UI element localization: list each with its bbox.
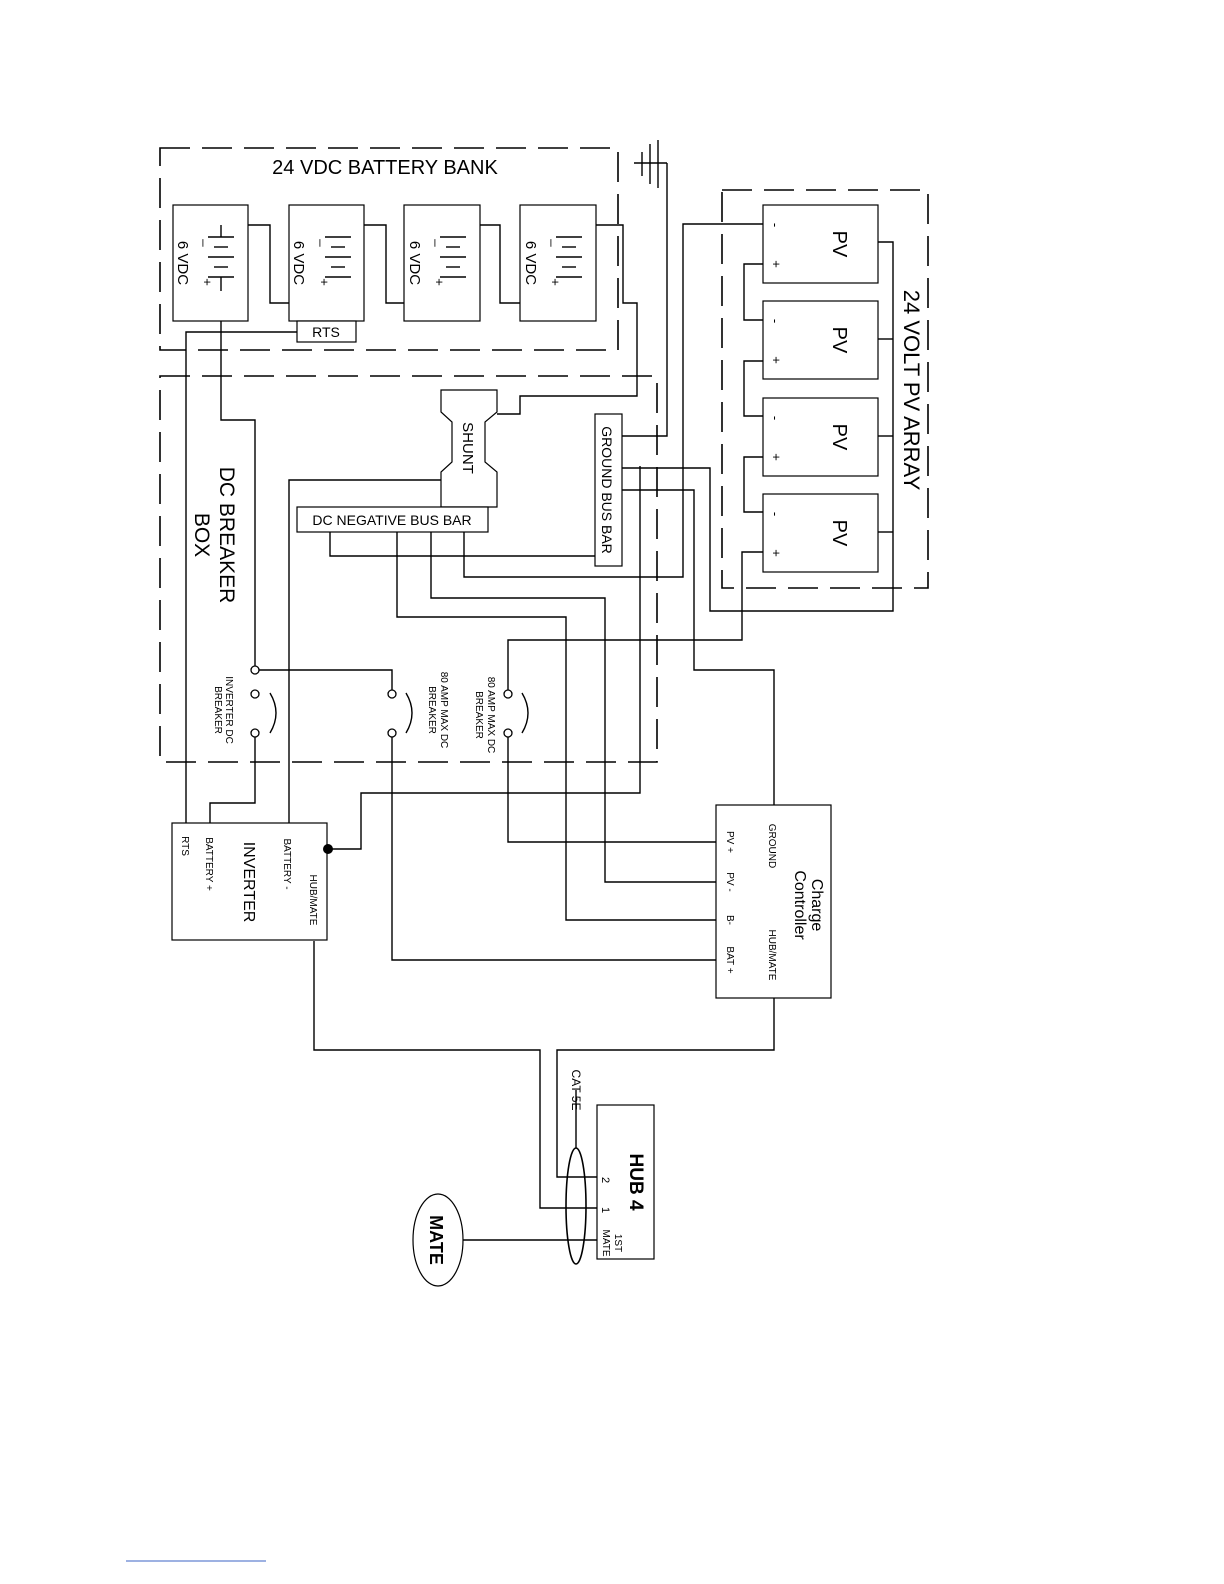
inverter-title: INVERTER — [240, 842, 257, 923]
pv-panel-1: PV - + — [762, 204, 879, 284]
inverter-battery-minus-label: BATTERY - — [281, 838, 292, 889]
hub-first-mate-label-line2: MATE — [600, 1229, 611, 1256]
ground-bus-bar: GROUND BUS BAR — [594, 413, 623, 567]
charge-controller-pv-plus-label: PV + — [724, 831, 735, 853]
mate-label: MATE — [426, 1215, 446, 1265]
pv-panel-1-label: PV — [828, 231, 850, 258]
battery-bank-title: 24 VDC BATTERY BANK — [272, 157, 498, 179]
hub-4-title: HUB 4 — [625, 1153, 646, 1210]
inverter-battery-plus-label: BATTERY + — [203, 837, 214, 891]
inverter-dc-breaker: INVERTER DC BREAKER — [212, 665, 277, 744]
pv-panel-4: PV - + — [762, 493, 879, 573]
charge-controller-title-line1: Charge — [808, 879, 825, 932]
breaker-box-enclosure — [159, 375, 658, 763]
battery-bank-enclosure — [159, 147, 619, 351]
charge-controller-title-line2: Controller — [791, 870, 808, 940]
inverter-hub-mate-label: HUB/MATE — [307, 875, 318, 926]
charge-controller-hub-mate-label: HUB/MATE — [766, 930, 777, 981]
80-amp-breaker-a-label-line2: BREAKER — [426, 686, 437, 734]
charge-controller: Charge Controller GROUND PV + PV - B- BA… — [715, 804, 832, 999]
pv-panel-3-minus: - — [768, 416, 783, 420]
inverter-breaker-label-line1: INVERTER DC — [223, 676, 234, 744]
battery-3-minus: _ — [434, 238, 449, 247]
battery-1-label: 6 VDC — [174, 241, 191, 285]
pv-array-enclosure — [721, 189, 929, 589]
battery-4-minus: _ — [550, 238, 565, 247]
80-amp-breaker-b-label-line2: BREAKER — [473, 691, 484, 739]
shunt-label: SHUNT — [459, 422, 476, 474]
pv-panel-2-minus: - — [768, 319, 783, 323]
charge-controller-pv-minus-label: PV - — [724, 872, 735, 891]
cable-label: CAT 5E — [569, 1070, 583, 1111]
battery-1: 6 VDC _ + — [172, 204, 249, 322]
battery-1-plus: + — [200, 278, 215, 286]
ground-bus-bar-label: GROUND BUS BAR — [599, 426, 615, 554]
pv-panel-4-minus: - — [768, 512, 783, 516]
charge-controller-ground-label: GROUND — [766, 824, 777, 868]
inverter-breaker-label-line2: BREAKER — [212, 686, 223, 734]
rts-block-label: RTS — [312, 324, 340, 340]
battery-2-minus: _ — [319, 238, 334, 247]
80-amp-breaker-a: 80 AMP MAX DC BREAKER — [387, 672, 449, 749]
pv-panel-3-plus: + — [769, 453, 784, 461]
inverter-rts-label: RTS — [179, 836, 190, 856]
pv-array-title: 24 VOLT PV ARRAY — [899, 290, 924, 491]
charge-controller-b-minus-label: B- — [724, 915, 735, 925]
80-amp-breaker-b: 80 AMP MAX DC BREAKER — [473, 677, 529, 754]
hub-port-1-label: 1 — [599, 1207, 611, 1213]
battery-3: 6 VDC _ + — [403, 204, 481, 322]
shunt: SHUNT — [440, 389, 498, 508]
cable-bundle-ring — [565, 1147, 587, 1265]
mate-remote: MATE — [412, 1193, 464, 1287]
charge-controller-bat-plus-label: BAT + — [724, 946, 735, 973]
battery-1-minus: _ — [202, 238, 217, 247]
inverter: INVERTER RTS BATTERY + BATTERY - HUB/MAT… — [171, 822, 333, 941]
pv-panel-3: PV - + — [762, 397, 879, 477]
breaker-box-title-line1: DC BREAKER — [215, 467, 238, 604]
battery-2: 6 VDC _ + — [288, 204, 365, 322]
pv-panel-1-plus: + — [769, 260, 784, 268]
pv-panel-2-label: PV — [828, 327, 850, 354]
pv-panel-4-plus: + — [769, 549, 784, 557]
80-amp-breaker-a-label-line1: 80 AMP MAX DC — [438, 672, 449, 749]
battery-4-label: 6 VDC — [522, 241, 539, 285]
pv-panel-1-minus: - — [768, 223, 783, 227]
battery-3-plus: + — [432, 278, 447, 286]
hub-first-mate-label-line1: 1ST — [612, 1234, 623, 1252]
inverter-ground-terminal — [323, 844, 333, 854]
pv-panel-2: PV - + — [762, 300, 879, 380]
hub-4: HUB 4 2 1 1ST MATE — [596, 1104, 655, 1260]
breaker-box-title-line2: BOX — [190, 513, 213, 557]
battery-3-label: 6 VDC — [406, 241, 423, 285]
battery-4-plus: + — [548, 278, 563, 286]
battery-2-label: 6 VDC — [290, 241, 307, 285]
pv-panel-2-plus: + — [769, 356, 784, 364]
battery-4: 6 VDC _ + — [519, 204, 597, 322]
pv-panel-4-label: PV — [828, 520, 850, 547]
pv-panel-3-label: PV — [828, 424, 850, 451]
hub-port-2-label: 2 — [599, 1177, 611, 1183]
battery-2-plus: + — [317, 278, 332, 286]
80-amp-breaker-b-label-line1: 80 AMP MAX DC — [485, 677, 496, 754]
rts-block: RTS — [296, 320, 357, 343]
dc-negative-bus-bar: DC NEGATIVE BUS BAR — [296, 506, 489, 533]
dc-negative-bus-bar-label: DC NEGATIVE BUS BAR — [312, 512, 471, 528]
